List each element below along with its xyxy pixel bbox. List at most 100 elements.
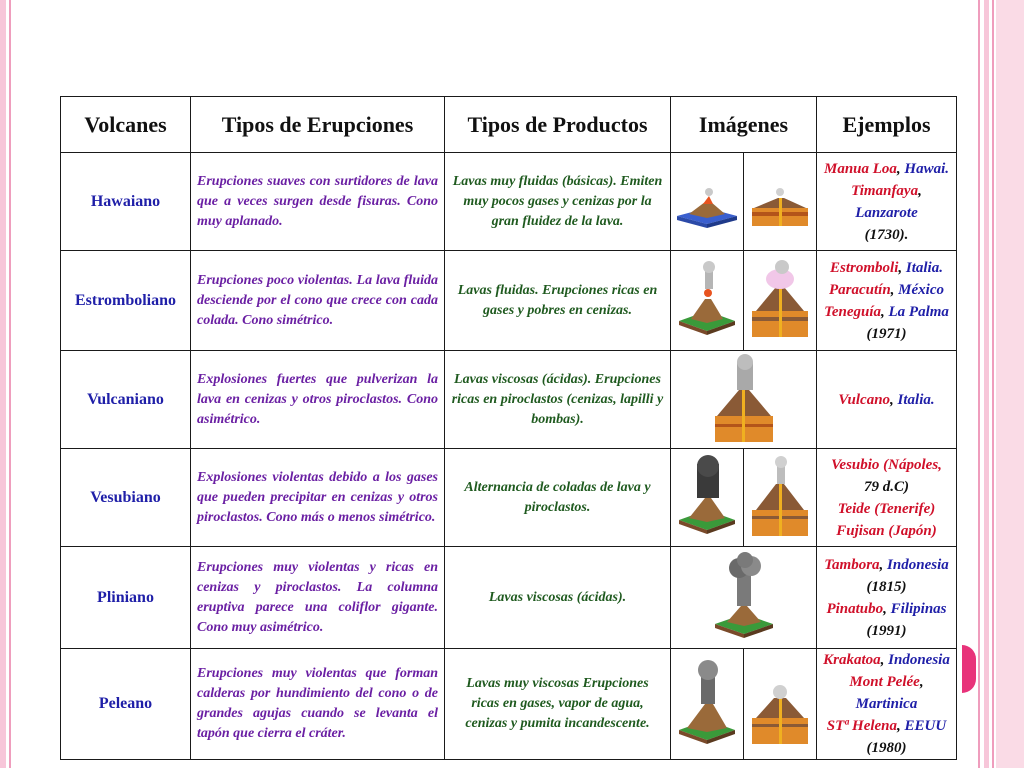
example-place: Italia. [905, 259, 943, 276]
example-place: EEUU [904, 718, 947, 734]
example-place: Indonesia [888, 652, 950, 668]
eruption-description: Erupciones poco violentas. La lava fluid… [190, 250, 445, 351]
example-line: Krakatoa, Indonesia [823, 649, 950, 671]
table-row: Hawaiano Erupciones suaves con surtidore… [60, 152, 957, 251]
example-line: Tambora, Indonesia [823, 554, 950, 576]
example-place: Lanzarote [855, 204, 918, 221]
header-erupciones: Tipos de Erupciones [190, 96, 445, 153]
volcano-type-name: Vesubiano [60, 448, 191, 547]
products-description: Alternancia de coladas de lava y pirocla… [444, 448, 671, 547]
example-volcano: STª Helena [826, 718, 898, 734]
example-year: (1730). [864, 226, 909, 243]
example-line: Paracutín, México [823, 279, 950, 301]
header-ejemplos: Ejemplos [816, 96, 957, 153]
example-separator: , [881, 303, 889, 320]
examples-cell: Krakatoa, Indonesia Mont Pelée, Martinic… [816, 648, 957, 760]
example-line: Timanfaya, Lanzarote [823, 180, 950, 224]
header-volcanes: Volcanes [60, 96, 191, 153]
eruption-description: Explosiones violentas debido a los gases… [190, 448, 445, 547]
examples-cell: Vesubio (Nápoles, 79 d.C) Teide (Tenerif… [816, 448, 957, 547]
volcano-type-name: Pliniano [60, 546, 191, 649]
example-line: (1815) [823, 576, 950, 598]
table-row: Pliniano Erupciones muy violentas y rica… [60, 546, 957, 649]
example-line: Estromboli, Italia. [823, 257, 950, 279]
right-border-band [984, 0, 989, 768]
header-productos: Tipos de Productos [444, 96, 671, 153]
example-separator: , [898, 259, 906, 276]
example-separator: , [880, 652, 889, 668]
examples-cell: Vulcano, Italia. [816, 350, 957, 449]
volcano-image-cell [670, 648, 744, 760]
example-volcano: Timanfaya [851, 182, 919, 199]
volcano-image-cell [670, 152, 744, 251]
table-row: Peleano Erupciones muy violentas que for… [60, 648, 957, 760]
example-volcano: Manua Loa [823, 160, 897, 177]
example-volcano: Tambora [824, 556, 880, 573]
example-volcano: Teneguía [824, 303, 882, 320]
table-row: Vulcaniano Explosiones fuertes que pulve… [60, 350, 957, 449]
example-line: STª Helena, EEUU [823, 715, 950, 737]
volcano-image-cell [670, 250, 744, 351]
example-volcano: Vulcano [838, 391, 891, 408]
example-year: (1980) [866, 740, 907, 756]
example-separator: , [918, 182, 922, 199]
volcano-image-cell [743, 250, 817, 351]
volcano-image-cell [743, 648, 817, 760]
hawaiian-volcano-illustration [677, 187, 737, 228]
example-volcano: Fujisan (Japón) [836, 522, 937, 539]
example-line: Teneguía, La Palma [823, 301, 950, 323]
example-line: (1730). [823, 224, 950, 246]
volcano-type-name: Hawaiano [60, 152, 191, 251]
example-volcano: Teide (Tenerife) [837, 500, 936, 517]
vesuvian-cross-section-illustration [752, 455, 808, 536]
volcano-image-cell [670, 448, 744, 547]
example-place: Filipinas [890, 600, 947, 617]
header-row: Volcanes Tipos de Erupciones Tipos de Pr… [60, 96, 957, 153]
example-line: (1971) [823, 323, 950, 345]
volcano-image-cell [743, 152, 817, 251]
example-line: 79 d.C) [823, 476, 950, 498]
header-imagenes: Imágenes [670, 96, 817, 153]
example-line: (1980) [823, 737, 950, 759]
example-volcano: Estromboli [830, 259, 899, 276]
hawaiian-cross-section-illustration [752, 187, 808, 226]
example-separator: , [883, 600, 891, 617]
example-volcano: Vesubio (Nápoles, [831, 456, 942, 473]
volcano-image-cell [670, 546, 817, 649]
example-place: Martinica [855, 696, 918, 712]
example-volcano: Krakatoa [823, 652, 881, 668]
example-place: La Palma [888, 303, 949, 320]
example-year: (1991) [866, 622, 907, 639]
example-line: Vulcano, Italia. [823, 389, 950, 411]
right-border-line [978, 0, 980, 768]
example-year: (1971) [866, 325, 907, 342]
pelean-volcano-illustration [679, 660, 735, 744]
table-row: Vesubiano Explosiones violentas debido a… [60, 448, 957, 547]
example-line: Teide (Tenerife) [823, 498, 950, 520]
vesuvian-volcano-illustration [679, 454, 735, 534]
volcano-image-cell [670, 350, 817, 449]
products-description: Lavas viscosas (ácidas). Erupciones rica… [444, 350, 671, 449]
eruption-description: Explosiones fuertes que pulverizan la la… [190, 350, 445, 449]
slide-marker-dot [962, 645, 976, 693]
volcano-type-name: Vulcaniano [60, 350, 191, 449]
example-year: 79 d.C) [864, 478, 909, 495]
example-year: (1815) [866, 578, 907, 595]
products-description: Lavas muy fluidas (básicas). Emiten muy … [444, 152, 671, 251]
example-separator: , [897, 718, 905, 734]
volcano-type-name: Estromboliano [60, 250, 191, 351]
products-description: Lavas fluidas. Erupciones ricas en gases… [444, 250, 671, 351]
pelean-cross-section-illustration [752, 685, 808, 744]
table-row: Estromboliano Erupciones poco violentas.… [60, 250, 957, 351]
example-separator: , [890, 281, 899, 298]
volcano-table: Volcanes Tipos de Erupciones Tipos de Pr… [60, 96, 957, 760]
right-border-line [992, 0, 994, 768]
example-line: (1991) [823, 620, 950, 642]
products-description: Lavas muy viscosas Erupciones ricas en g… [444, 648, 671, 760]
example-line: Fujisan (Japón) [823, 520, 950, 542]
right-border-panel [996, 0, 1024, 768]
plinian-volcano-illustration [714, 551, 773, 638]
left-border-band [0, 0, 6, 768]
vulcanian-volcano-illustration [714, 353, 773, 442]
example-line: Pinatubo, Filipinas [823, 598, 950, 620]
